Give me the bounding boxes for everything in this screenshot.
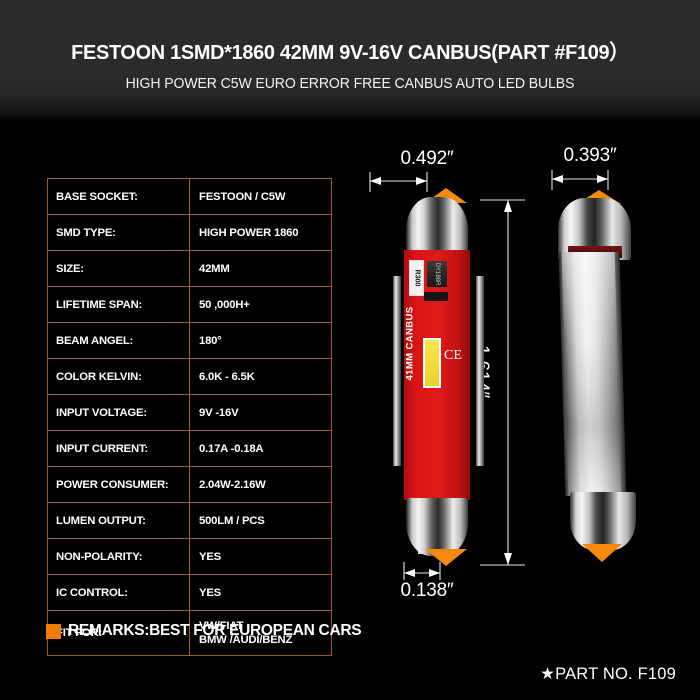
spec-value: YES: [189, 574, 332, 611]
spec-key: BEAM ANGEL:: [47, 322, 190, 359]
table-row: INPUT CURRENT: 0.17A -0.18A: [47, 430, 332, 467]
bulb-heatsink-rail-left: [393, 276, 401, 466]
remarks: REMARKS:BEST FOR EUROPEAN CARS: [46, 622, 362, 640]
spec-value-line2: BMW /AUDI/BENZ: [199, 634, 293, 646]
spec-value: 6.0K - 6.5K: [189, 358, 332, 395]
spec-key: SMD TYPE:: [47, 214, 190, 251]
dimension-label-width-side: 0.393″: [563, 145, 617, 166]
spec-value: 42MM: [189, 250, 332, 287]
table-row: BASE SOCKET: FESTOON / C5W: [47, 178, 332, 215]
led-bulb-front-view: R300 DY188R CΕ 41MM CANBUS: [392, 188, 500, 566]
spec-value: 180°: [189, 322, 332, 359]
table-row: SMD TYPE: HIGH POWER 1860: [47, 214, 332, 251]
pcb-diode: [424, 292, 448, 301]
pcb-ic-chip: DY188R: [427, 261, 447, 287]
spec-key: SIZE:: [47, 250, 190, 287]
dimension-label-width-front: 0.492″: [400, 148, 454, 169]
table-row: COLOR KELVIN: 6.0K - 6.5K: [47, 358, 332, 395]
ce-mark-icon: CΕ: [444, 348, 462, 363]
header-band: [0, 0, 700, 122]
bulb-cap-bottom: [406, 498, 468, 556]
table-row: FIT FOR: VW/FIAT BMW /AUDI/BENZ: [47, 610, 332, 656]
spec-value: 2.04W-2.16W: [189, 466, 332, 503]
spec-value: 9V -16V: [189, 394, 332, 431]
remarks-text: REMARKS:BEST FOR EUROPEAN CARS: [68, 622, 362, 639]
pcb-ic-label: DY188R: [434, 262, 440, 286]
spec-value: VW/FIAT BMW /AUDI/BENZ: [189, 610, 332, 656]
table-row: INPUT VOLTAGE: 9V -16V: [47, 394, 332, 431]
spec-value: 50 ,000H+: [189, 286, 332, 323]
pcb-resistor: R300: [409, 260, 424, 296]
bulb2-cap-bottom: [570, 492, 636, 550]
pcb-silkscreen-label: 41MM CANBUS: [404, 306, 416, 381]
remarks-square-icon: [46, 623, 61, 639]
spec-key: POWER CONSUMER:: [47, 466, 190, 503]
table-row: POWER CONSUMER: 2.04W-2.16W: [47, 466, 332, 503]
bulb-cap-top: [406, 197, 468, 255]
spec-key: LIFETIME SPAN:: [47, 286, 190, 323]
table-row: IC CONTROL: YES: [47, 574, 332, 611]
led-chip: [423, 338, 441, 388]
spec-key: FIT FOR:: [47, 610, 190, 656]
table-row: BEAM ANGEL: 180°: [47, 322, 332, 359]
dimension-label-tip-width: 0.138″: [400, 580, 454, 601]
pcb-resistor-label: R300: [413, 269, 420, 287]
table-row: LUMEN OUTPUT: 500LM / PCS: [47, 502, 332, 539]
spec-value: 500LM / PCS: [189, 502, 332, 539]
spec-value: HIGH POWER 1860: [189, 214, 332, 251]
spec-key: COLOR KELVIN:: [47, 358, 190, 395]
bulb2-tip-bottom-icon: [582, 544, 622, 562]
spec-key: BASE SOCKET:: [47, 178, 190, 215]
spec-value-line1: VW/FIAT: [199, 619, 244, 632]
spec-key: NON-POLARITY:: [47, 538, 190, 575]
spec-value: YES: [189, 538, 332, 575]
spec-value: FESTOON / C5W: [189, 178, 332, 215]
bulb-tip-bottom-icon: [425, 549, 467, 566]
bulb-heatsink-rail-right: [476, 276, 484, 466]
page-title: FESTOON 1SMD*1860 42MM 9V-16V CANBUS(PAR…: [71, 41, 629, 64]
led-bulb-side-view: [552, 190, 652, 562]
table-row: NON-POLARITY: YES: [47, 538, 332, 575]
page-subtitle: HIGH POWER C5W EURO ERROR FREE CANBUS AU…: [125, 76, 575, 92]
specification-table: BASE SOCKET: FESTOON / C5W SMD TYPE: HIG…: [47, 178, 332, 656]
spec-key: INPUT CURRENT:: [47, 430, 190, 467]
table-row: LIFETIME SPAN: 50 ,000H+: [47, 286, 332, 323]
spec-key: IC CONTROL:: [47, 574, 190, 611]
table-row: SIZE: 42MM: [47, 250, 332, 287]
spec-key: LUMEN OUTPUT:: [47, 502, 190, 539]
spec-value: 0.17A -0.18A: [189, 430, 332, 467]
spec-key: INPUT VOLTAGE:: [47, 394, 190, 431]
part-number-label: ★PART NO. F109: [540, 665, 676, 683]
